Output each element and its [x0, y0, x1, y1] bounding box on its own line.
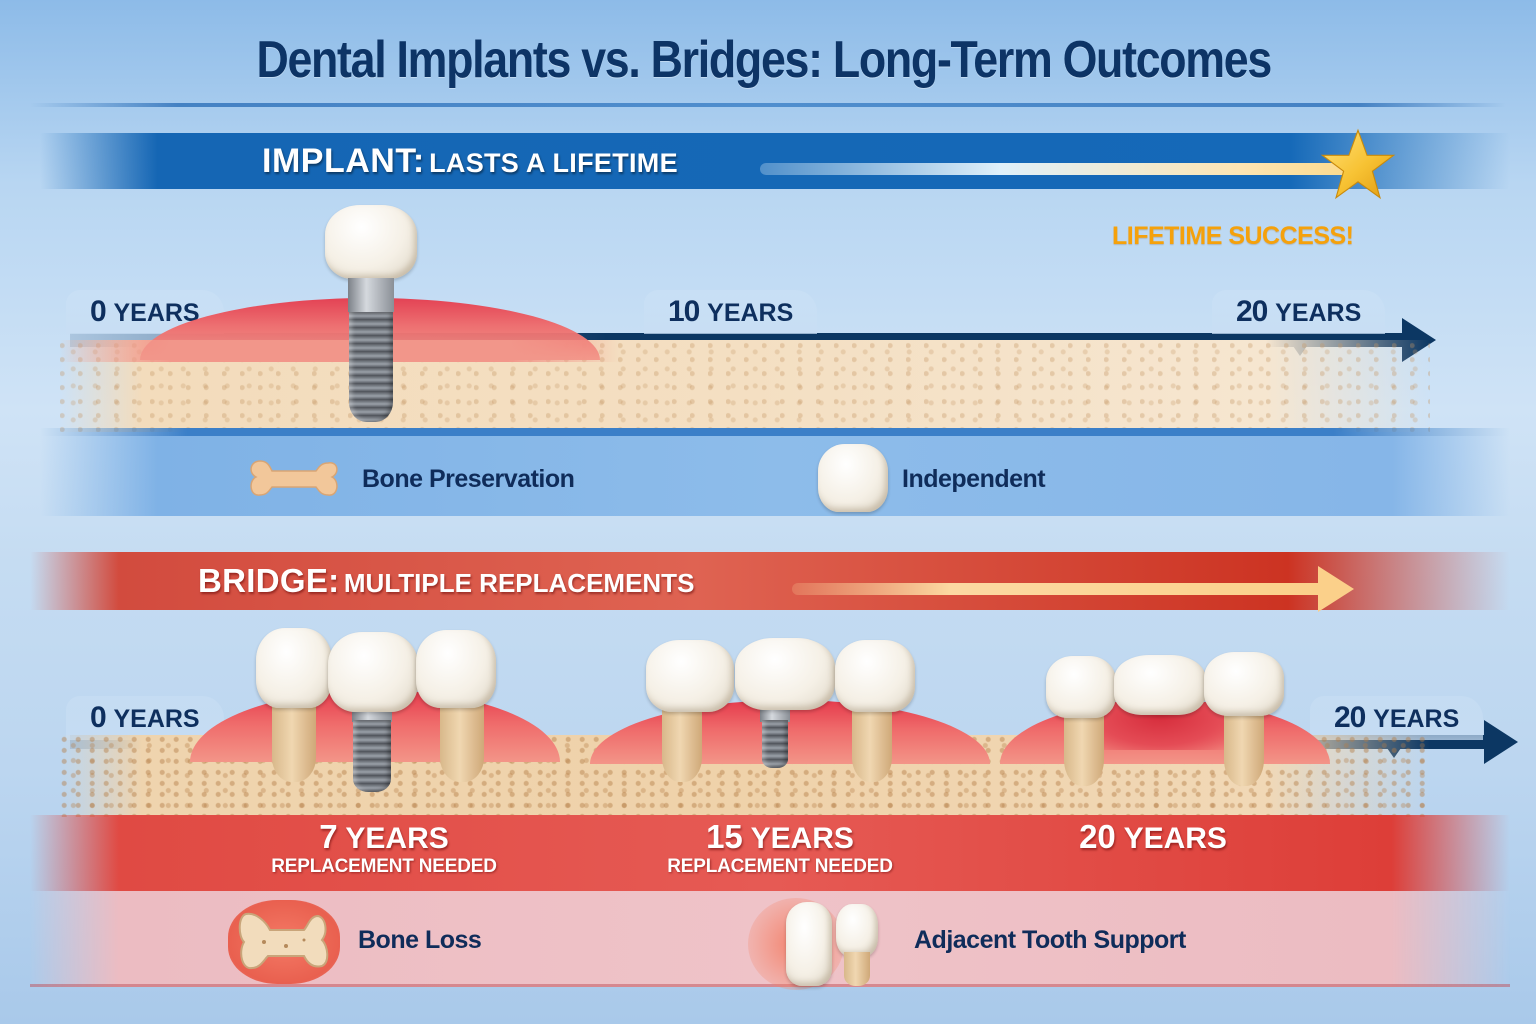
bridge-banner-lead: BRIDGE:: [198, 562, 340, 599]
bridge-1-crown-right: [416, 630, 496, 708]
bone-icon: [250, 460, 338, 496]
result-15-years: 15 YEARS REPLACEMENT NEEDED: [667, 818, 893, 877]
bridge-2-crown-left: [646, 640, 734, 712]
implant-banner-title: IMPLANT: LASTS A LIFETIME: [262, 142, 678, 181]
bridge-timeline-arrow: [1484, 720, 1518, 764]
title-divider: [30, 103, 1506, 107]
feature-adjacent-tooth-support: Adjacent Tooth Support: [914, 926, 1186, 954]
bone-loss-icon: [238, 912, 329, 970]
feature-independent: Independent: [902, 465, 1046, 493]
bridge-1-crown-left: [256, 628, 332, 708]
implant-timeline-label-10: 10 YEARS: [644, 290, 818, 334]
tooth-icon: [818, 444, 888, 512]
bridge-2-crown-right: [835, 640, 915, 712]
adjacent-teeth-icon-root: [844, 952, 870, 986]
bridge-3-crown-center: [1114, 655, 1206, 715]
page-title: Dental Implants vs. Bridges: Long-Term O…: [256, 31, 1272, 89]
implant-screw-illustration: [349, 312, 393, 422]
bridge-2-crown-center: [735, 638, 835, 710]
bridge-2-root-right: [852, 700, 892, 782]
feature-bone-loss: Bone Loss: [358, 926, 482, 954]
implant-band-base: [40, 428, 1510, 436]
result-7-years: 7 YEARS REPLACEMENT NEEDED: [271, 818, 497, 877]
bridge-3-crown-left: [1046, 656, 1116, 718]
implant-banner: [40, 133, 1510, 189]
bridge-banner: [30, 552, 1510, 610]
implant-gum-lower: [60, 340, 620, 362]
result-20-years: 20 YEARS: [1079, 818, 1227, 855]
bridge-results-strip: [30, 815, 1510, 891]
implant-banner-lead: IMPLANT:: [262, 142, 425, 180]
bridge-arrow-icon: [1318, 566, 1354, 612]
star-icon: [1320, 128, 1396, 200]
feature-bone-preservation: Bone Preservation: [362, 465, 575, 493]
adjacent-teeth-icon: [786, 902, 832, 986]
bridge-1-crown-center: [328, 632, 418, 712]
bridge-1-screw: [353, 720, 391, 792]
bridge-1-root-left: [272, 700, 316, 782]
bridge-banner-title: BRIDGE: MULTIPLE REPLACEMENTS: [198, 562, 694, 600]
bridge-2-root-left: [662, 700, 702, 782]
bridge-progress-streak: [792, 583, 1322, 595]
implant-crown-illustration: [325, 205, 417, 279]
bridge-banner-rest: MULTIPLE REPLACEMENTS: [343, 568, 695, 598]
bridge-timeline-label-0: 0 YEARS: [66, 696, 224, 740]
bridge-timeline-label-20: 20 YEARS: [1310, 696, 1484, 740]
implant-progress-streak: [760, 163, 1360, 175]
bridge-1-root-right: [440, 700, 484, 782]
bridge-3-crown-right: [1204, 652, 1284, 716]
bridge-2-screw: [762, 720, 788, 768]
lifetime-success-label: LIFETIME SUCCESS!: [1112, 222, 1354, 250]
implant-banner-rest: LASTS A LIFETIME: [429, 148, 678, 178]
implant-abutment-illustration: [348, 278, 394, 312]
adjacent-teeth-icon-crown: [836, 904, 878, 956]
implant-timeline-label-20: 20 YEARS: [1212, 290, 1386, 334]
